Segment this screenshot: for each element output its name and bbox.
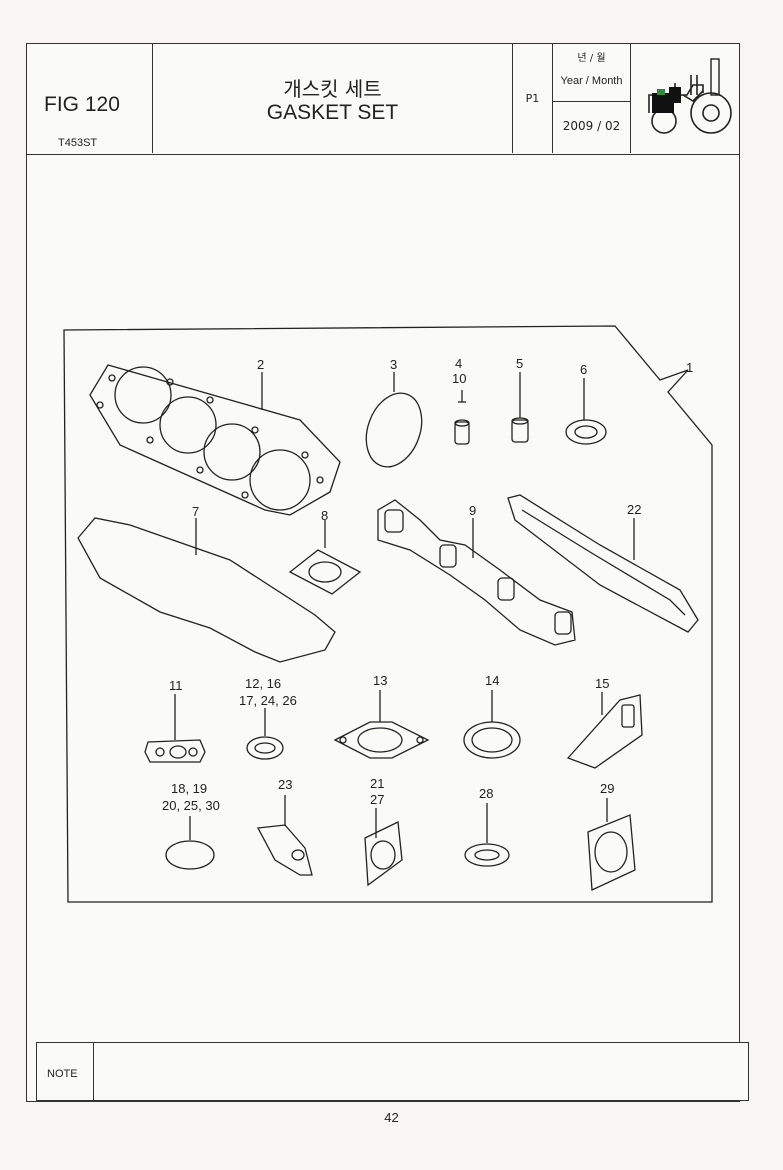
callout-15: 15 bbox=[595, 676, 609, 691]
cylinder-head-gasket bbox=[89, 364, 341, 516]
callout-12-16: 12, 16 bbox=[245, 676, 281, 691]
logo-cell bbox=[631, 43, 738, 153]
callout-7: 7 bbox=[192, 504, 199, 519]
valve-cover-gasket bbox=[77, 517, 336, 663]
valve-stem-seal bbox=[454, 401, 470, 445]
date-label-english: Year / Month bbox=[560, 75, 623, 87]
callout-10: 10 bbox=[452, 371, 466, 386]
callout-1: 1 bbox=[686, 360, 693, 375]
callout-9: 9 bbox=[469, 503, 476, 518]
page-code: P1 bbox=[525, 92, 540, 105]
callout-4: 4 bbox=[455, 356, 462, 371]
plate-gasket-11 bbox=[144, 739, 206, 763]
callout-2: 2 bbox=[257, 357, 264, 372]
thermostat-gasket bbox=[288, 549, 362, 595]
seal-ring-14 bbox=[463, 721, 521, 759]
callout-23: 23 bbox=[278, 777, 292, 792]
callout-22: 22 bbox=[627, 502, 641, 517]
callout-21: 21 bbox=[370, 776, 384, 791]
callout-14: 14 bbox=[485, 673, 499, 688]
o-ring-large bbox=[365, 392, 423, 468]
date-divider bbox=[553, 101, 630, 102]
seal-washer-12 bbox=[246, 736, 284, 760]
callout-11: 11 bbox=[169, 678, 183, 693]
diagram-border bbox=[63, 325, 713, 903]
callout-5: 5 bbox=[516, 356, 523, 371]
callout-labels: 1 2 3 4 10 5 6 7 8 9 22 11 12, 16 17, 24… bbox=[162, 356, 693, 813]
page-code-cell: P1 bbox=[513, 43, 553, 153]
figure-number: FIG 120 bbox=[44, 93, 120, 116]
callout-8: 8 bbox=[321, 508, 328, 523]
note-label-cell: NOTE bbox=[37, 1043, 94, 1100]
title-korean: 개스킷 세트 bbox=[283, 77, 382, 101]
callout-29: 29 bbox=[600, 781, 614, 796]
page-number: 42 bbox=[384, 1110, 399, 1125]
date-value: 2009 / 02 bbox=[562, 119, 621, 133]
title-cell: 개스킷 세트 GASKET SET bbox=[153, 43, 513, 153]
callout-27: 27 bbox=[370, 792, 384, 807]
tractor-icon bbox=[648, 58, 732, 134]
square-gasket-29 bbox=[587, 814, 636, 891]
header-table: FIG 120 T453ST 개스킷 세트 GASKET SET P1 년 / … bbox=[26, 43, 740, 155]
page-frame bbox=[26, 43, 740, 1102]
flange-gasket-13 bbox=[333, 721, 430, 759]
seal-ring-28 bbox=[464, 843, 510, 867]
oil-seal-small bbox=[565, 419, 607, 445]
cover-gasket-15 bbox=[566, 694, 643, 769]
title-english: GASKET SET bbox=[266, 101, 399, 124]
callout-13: 13 bbox=[373, 673, 387, 688]
note-row: NOTE bbox=[36, 1042, 749, 1101]
callout-28: 28 bbox=[479, 786, 493, 801]
figure-cell: FIG 120 T453ST bbox=[26, 43, 153, 153]
note-label: NOTE bbox=[47, 1068, 78, 1080]
callout-20-25-30: 20, 25, 30 bbox=[162, 798, 220, 813]
callout-18-19: 18, 19 bbox=[171, 781, 207, 796]
callout-6: 6 bbox=[580, 362, 587, 377]
square-gasket-21 bbox=[364, 821, 403, 887]
exhaust-manifold-gasket bbox=[377, 499, 576, 646]
date-label-korean: 년 / 월 bbox=[577, 53, 606, 64]
callout-3: 3 bbox=[390, 357, 397, 372]
model-code: T453ST bbox=[58, 137, 98, 149]
date-cell: 년 / 월 Year / Month 2009 / 02 bbox=[553, 43, 631, 153]
intake-manifold-gasket bbox=[507, 494, 699, 633]
callout-17-24-26: 17, 24, 26 bbox=[239, 693, 297, 708]
bushing bbox=[511, 417, 529, 443]
pump-gasket-23 bbox=[256, 824, 313, 876]
o-ring-small bbox=[165, 840, 215, 870]
